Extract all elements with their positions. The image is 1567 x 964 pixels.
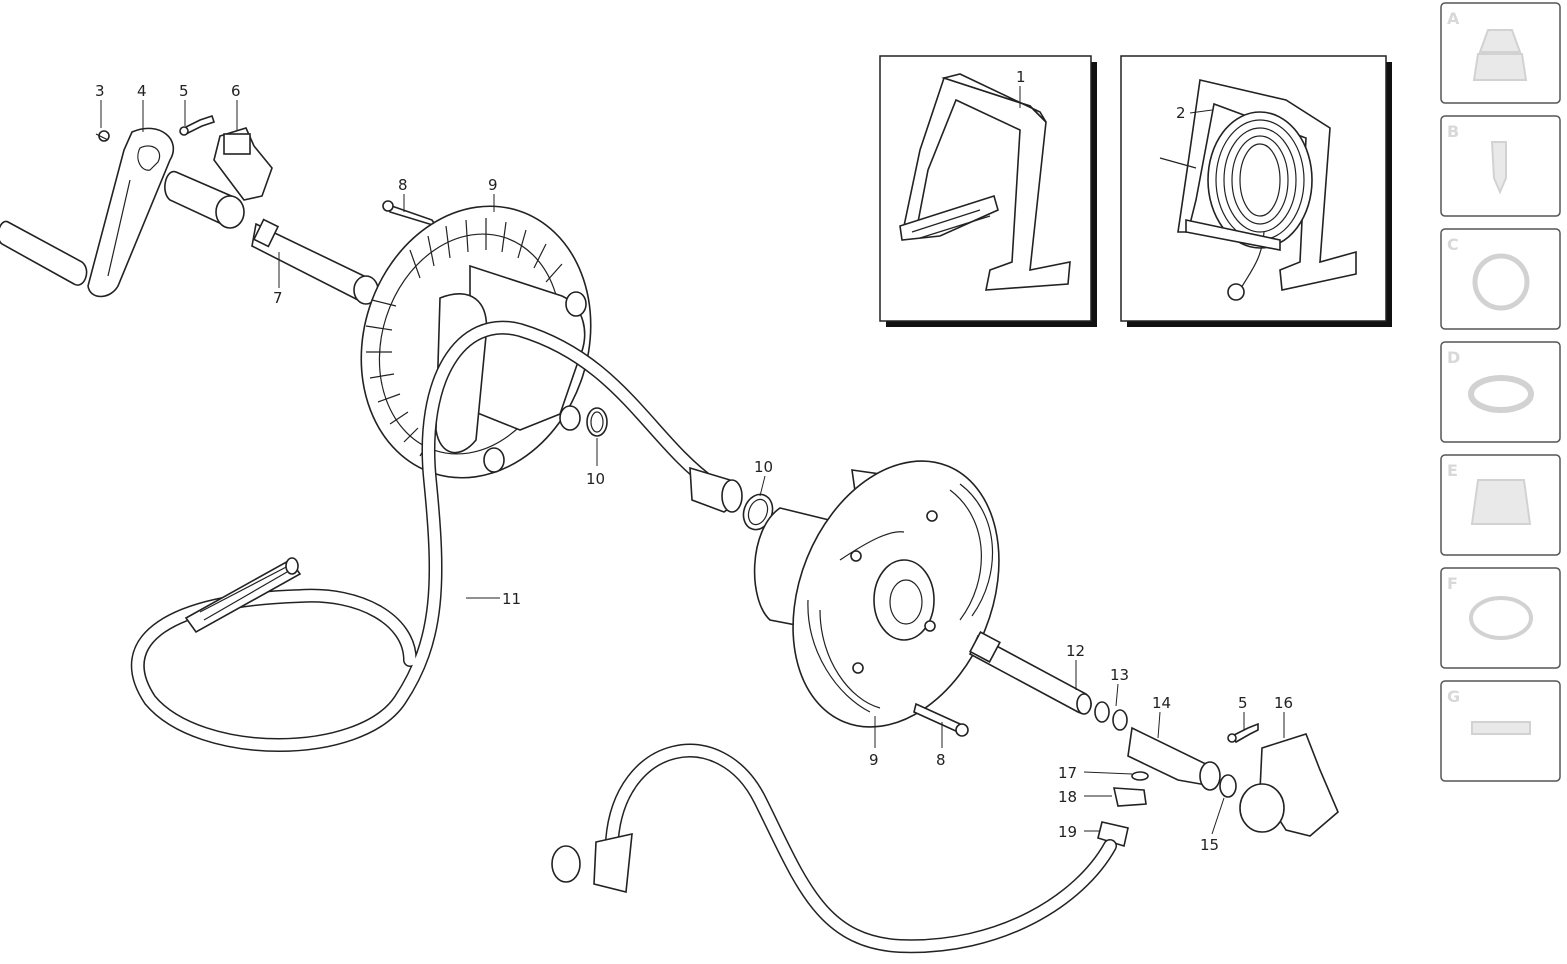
tab-e[interactable]: E (1440, 454, 1561, 556)
callout-label: 11 (502, 590, 521, 608)
callout-label: 6 (231, 82, 241, 100)
tab-letter: A (1447, 9, 1460, 28)
tab-letter: C (1447, 235, 1459, 254)
ring-icon (1472, 253, 1530, 311)
callout-label: 9 (488, 176, 498, 194)
leader-line (1115, 683, 1119, 707)
connector-icon (1472, 29, 1528, 81)
callout-label: 7 (273, 289, 283, 307)
inset-assembled-panel: 2 (1120, 55, 1392, 327)
callout-label: 16 (1274, 694, 1293, 712)
tab-d[interactable]: D (1440, 341, 1561, 443)
tab-letter: B (1447, 122, 1459, 141)
tab-g[interactable]: G (1440, 680, 1561, 782)
callout-label: 15 (1200, 836, 1219, 854)
tab-c[interactable]: C (1440, 228, 1561, 330)
tab-letter: F (1447, 574, 1458, 593)
callout-label: 2 (1176, 104, 1186, 122)
tab-letter: G (1447, 687, 1460, 706)
callout-label: 14 (1152, 694, 1171, 712)
leader-line (1157, 711, 1161, 739)
callout-label: 10 (754, 458, 773, 476)
nozzle-icon (1490, 141, 1507, 195)
callout-label: 4 (137, 82, 147, 100)
callout-label: 12 (1066, 642, 1085, 660)
leader-line (1189, 109, 1213, 114)
callout-label: 19 (1058, 823, 1077, 841)
callout-label: 5 (1238, 694, 1248, 712)
sidebar-tabs: A B C D E F G (1440, 2, 1561, 782)
tab-a[interactable]: A (1440, 2, 1561, 104)
tab-f[interactable]: F (1440, 567, 1561, 669)
callout-label: 9 (869, 751, 879, 769)
fitting-icon (1470, 479, 1532, 525)
gasket-icon (1471, 721, 1531, 735)
callout-label: 18 (1058, 788, 1077, 806)
callout-label: 3 (95, 82, 105, 100)
leader-line (1211, 797, 1225, 835)
callout-label: 17 (1058, 764, 1077, 782)
seal-icon (1468, 375, 1534, 413)
callout-label: 8 (398, 176, 408, 194)
leader-line (1083, 771, 1133, 775)
right-reel-disc: 9 8 (753, 460, 1000, 769)
callout-label: 8 (936, 751, 946, 769)
o-ring-icon (1469, 596, 1533, 640)
long-hose: 10 11 (130, 320, 774, 752)
leader-line (759, 475, 766, 497)
crank-handle-assembly: 3 4 5 6 7 (0, 82, 379, 307)
callout-label: 10 (586, 470, 605, 488)
water-inlet-assembly: 12 13 14 5 16 15 17 18 19 (551, 631, 1339, 954)
inset-frame-panel: 1 (879, 55, 1097, 327)
callout-label: 13 (1110, 666, 1129, 684)
callout-label: 1 (1016, 68, 1026, 86)
tab-b[interactable]: B (1440, 115, 1561, 217)
tab-letter: E (1447, 461, 1458, 480)
tab-letter: D (1447, 348, 1460, 367)
callout-label: 5 (179, 82, 189, 100)
